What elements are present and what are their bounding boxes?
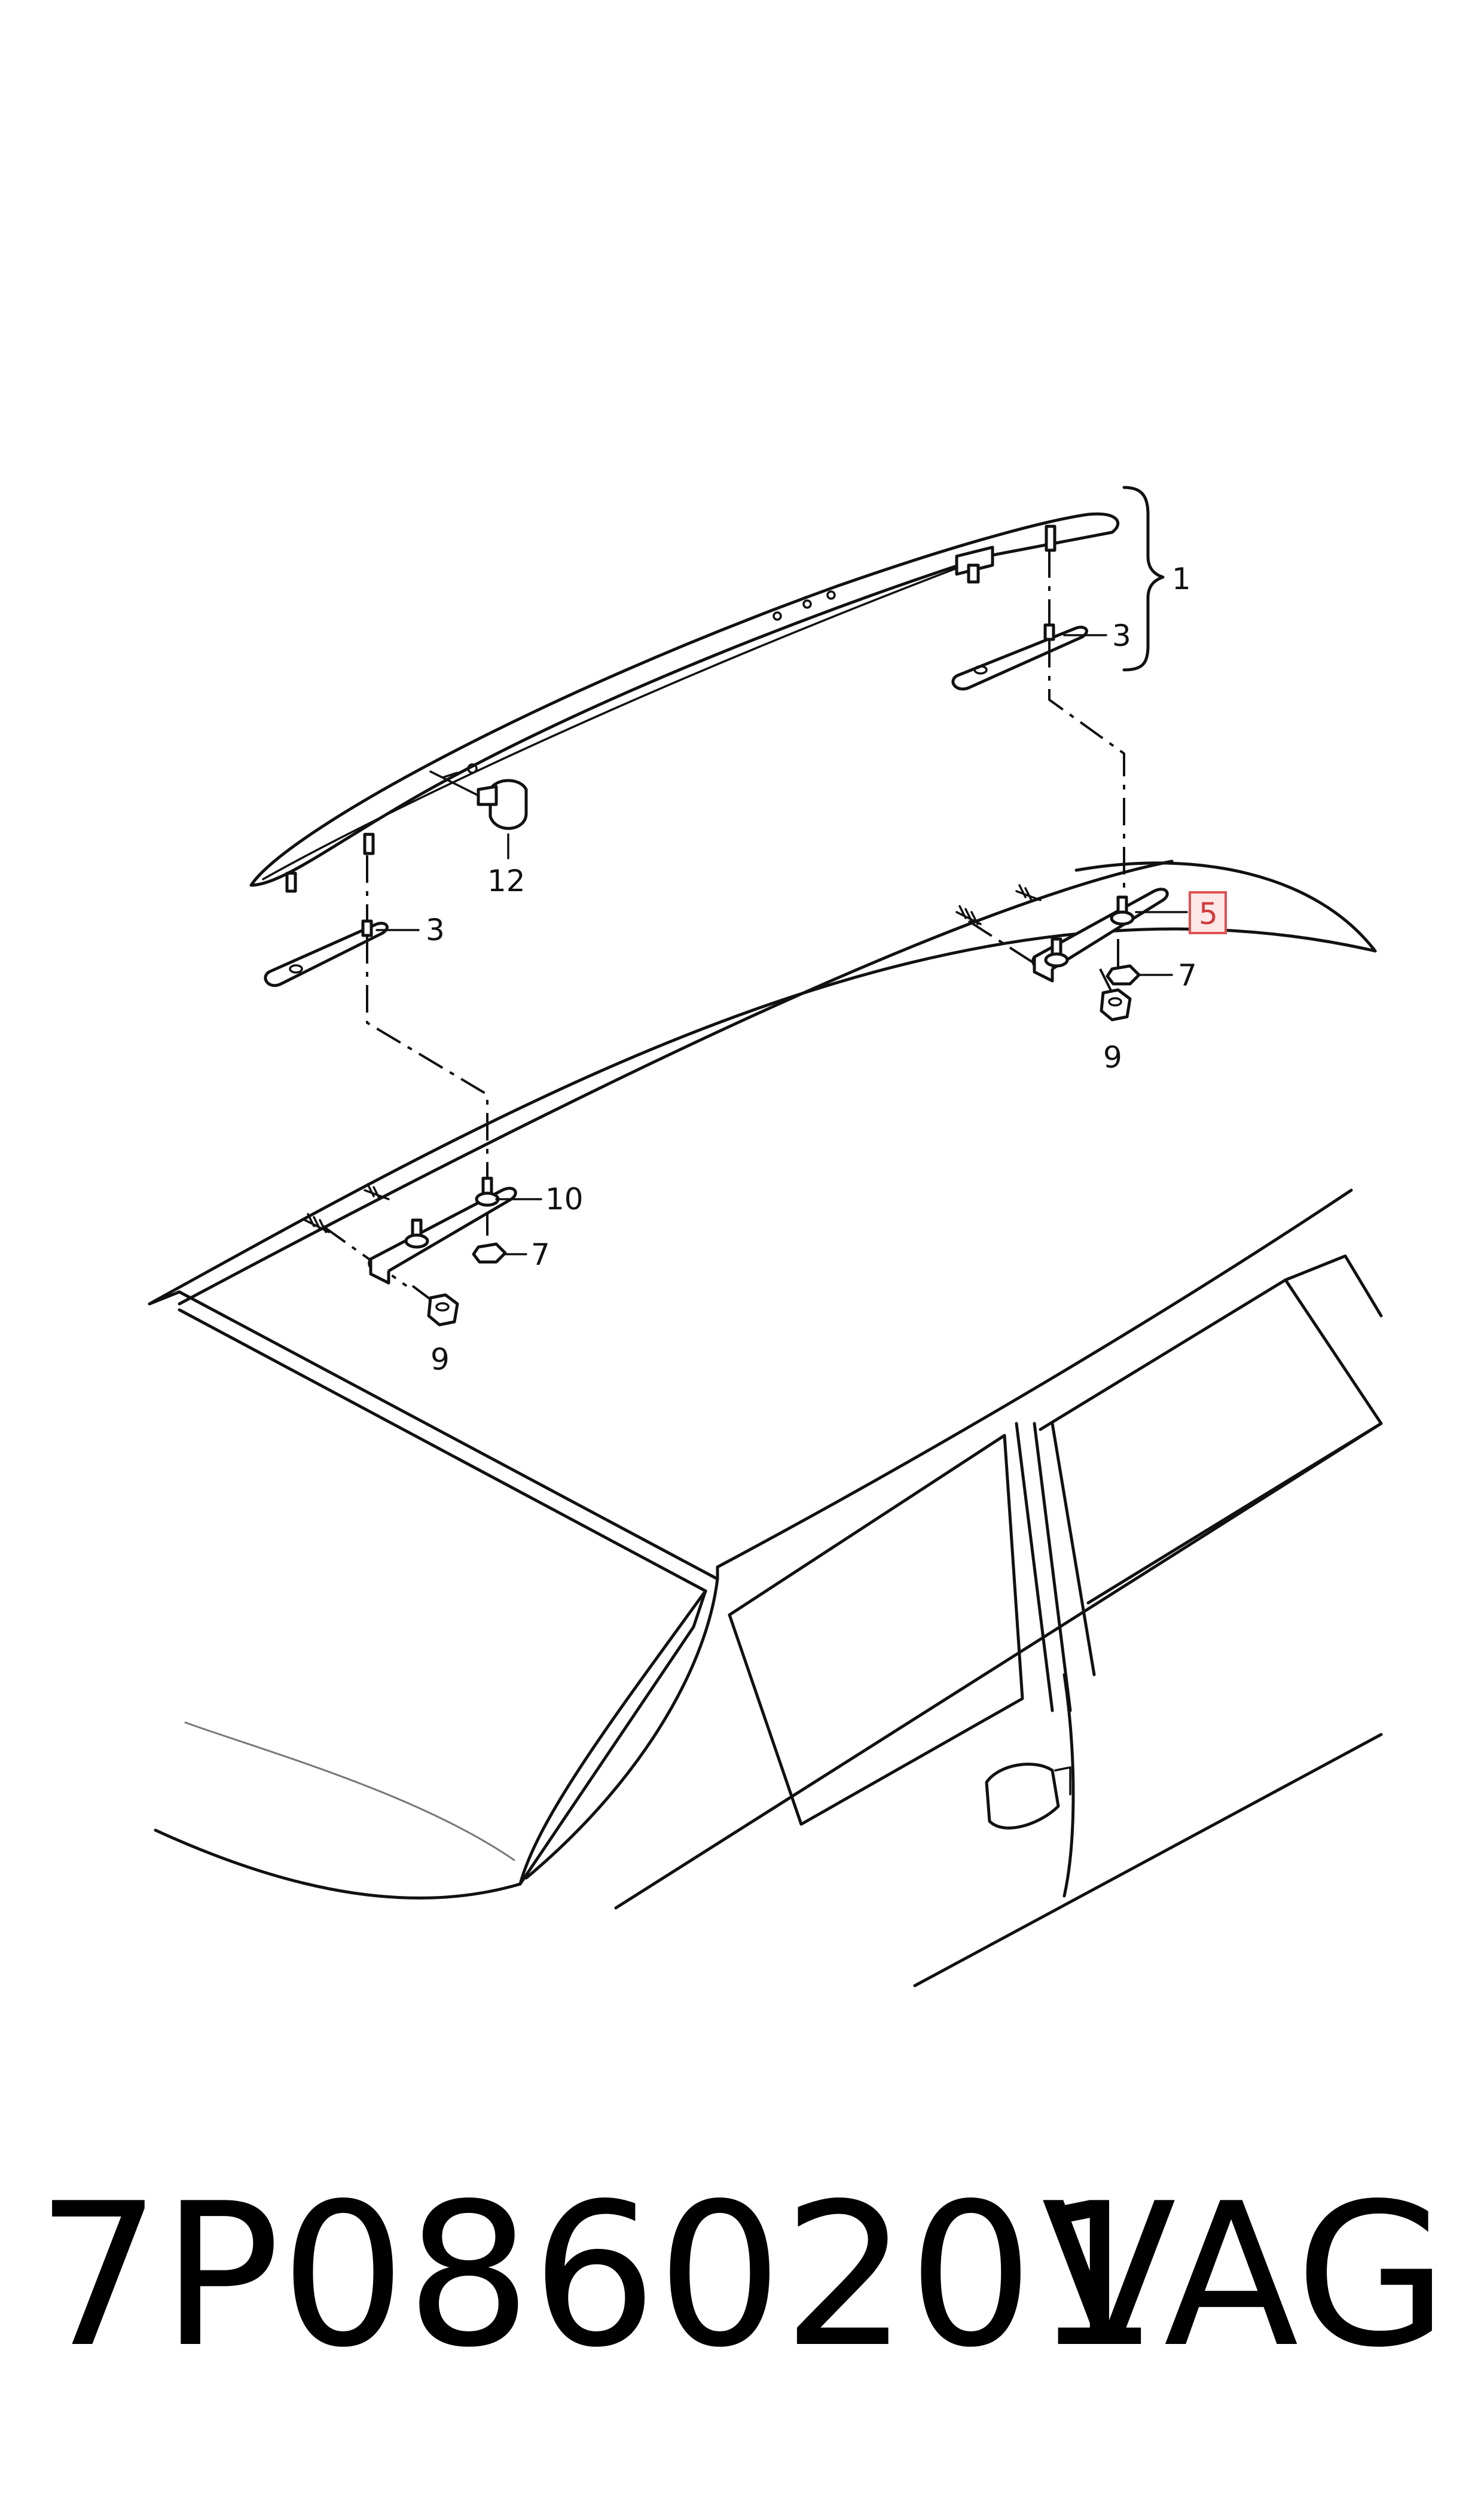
callout-1: 1	[1172, 562, 1191, 596]
bracket-right-part-5	[955, 884, 1169, 1022]
callout-9-left: 9	[430, 1342, 450, 1377]
callout-3-left: 3	[426, 913, 445, 947]
rail-pad-left	[264, 919, 389, 987]
callout-12: 12	[487, 864, 526, 898]
brand-name: VAG	[1041, 2161, 1448, 2391]
clip-part-12	[429, 770, 528, 830]
callouts: 1 3 3 5 7 9 10 7 9 12	[375, 486, 1227, 1377]
callout-3-right: 3	[1112, 618, 1131, 653]
roof-rail-exploded-diagram: 1 3 3 5 7 9 10 7 9 12	[148, 486, 1383, 1987]
car-body-outline	[148, 859, 1383, 1987]
part-number: 7P0860201	[36, 2161, 1159, 2391]
callout-5: 5	[1199, 897, 1218, 931]
footer: 7P0860201 VAG	[0, 2177, 1484, 2446]
callout-7-right: 7	[1178, 958, 1197, 993]
callout-9-right: 9	[1103, 1040, 1122, 1075]
callout-7-left: 7	[531, 1237, 550, 1272]
callout-10: 10	[545, 1182, 584, 1217]
highlight-box-part-5	[1189, 891, 1227, 934]
assembly-lines	[322, 550, 1125, 1305]
roof-rail	[249, 512, 1120, 893]
